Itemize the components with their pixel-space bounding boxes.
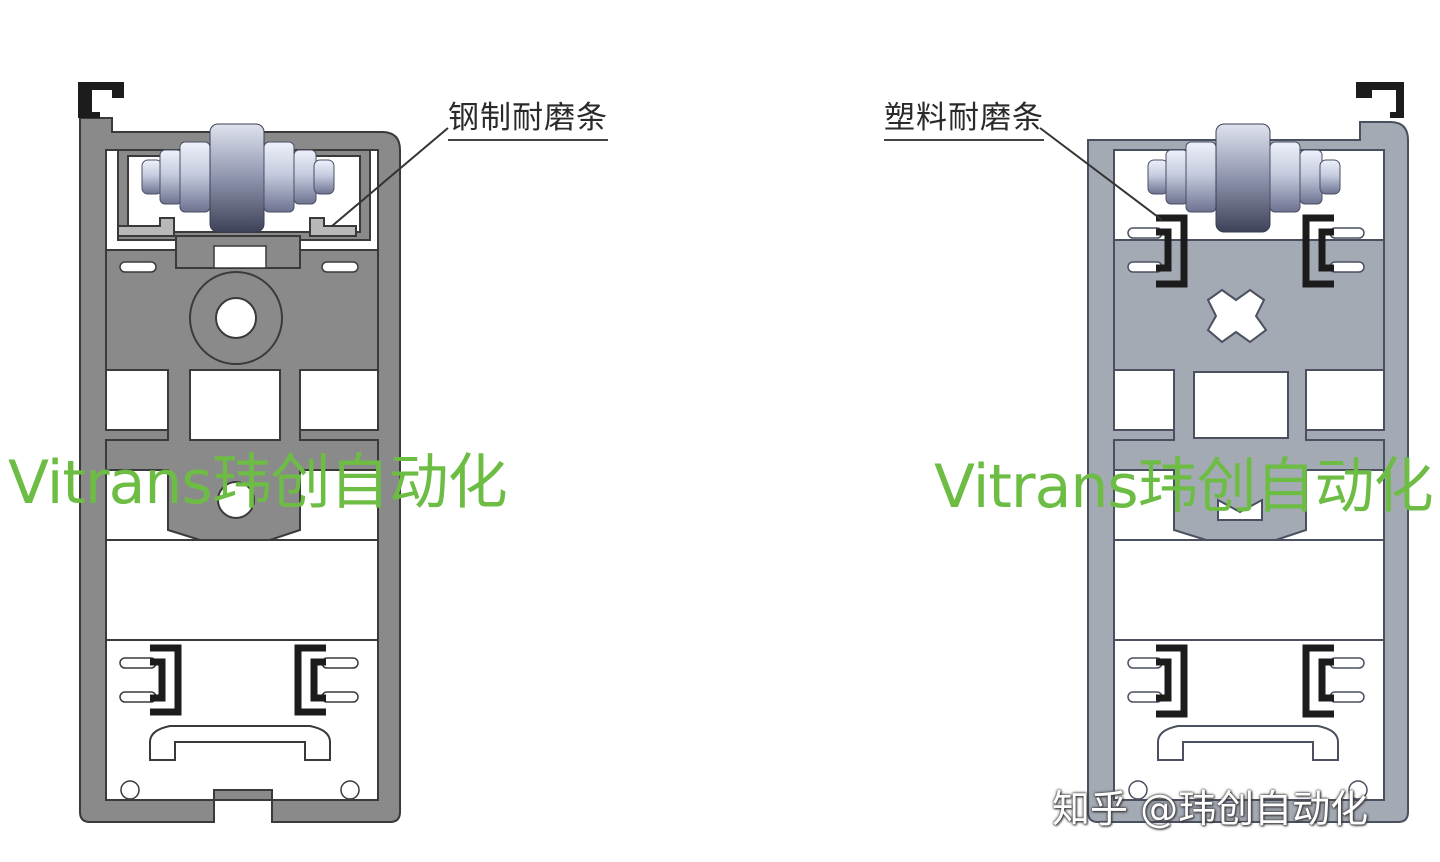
steel-wear-strip-right bbox=[309, 217, 357, 237]
label-plastic-wear-strip: 塑料耐磨条 bbox=[884, 92, 1044, 141]
watermark-right: Vitrans玮创自动化 bbox=[934, 452, 1434, 522]
right-aluminum-profile bbox=[1039, 82, 1409, 823]
plastic-wear-strip-upper-right bbox=[1302, 214, 1334, 288]
left-aluminum-profile bbox=[78, 82, 449, 823]
wear-strip-lower-left bbox=[150, 644, 182, 716]
roller-right bbox=[1147, 123, 1341, 233]
watermark-left: Vitrans玮创自动化 bbox=[8, 448, 508, 518]
wear-strip-lower-right bbox=[294, 644, 326, 716]
top-clip-right bbox=[1356, 82, 1404, 118]
steel-wear-strip-left bbox=[117, 217, 175, 237]
label-plastic-underline bbox=[884, 139, 1044, 141]
label-steel-text: 钢制耐磨条 bbox=[448, 100, 608, 136]
leader-line-plastic bbox=[1039, 127, 1163, 221]
plastic-wear-strip-upper-left bbox=[1156, 214, 1188, 288]
label-steel-wear-strip: 钢制耐磨条 bbox=[448, 92, 608, 141]
leader-line-steel bbox=[331, 127, 449, 227]
label-plastic-text: 塑料耐磨条 bbox=[884, 100, 1044, 136]
source-credit: 知乎 @玮创自动化 bbox=[1052, 787, 1369, 831]
top-clip-left bbox=[78, 82, 124, 118]
roller-left bbox=[141, 123, 335, 233]
label-steel-underline bbox=[448, 139, 608, 141]
